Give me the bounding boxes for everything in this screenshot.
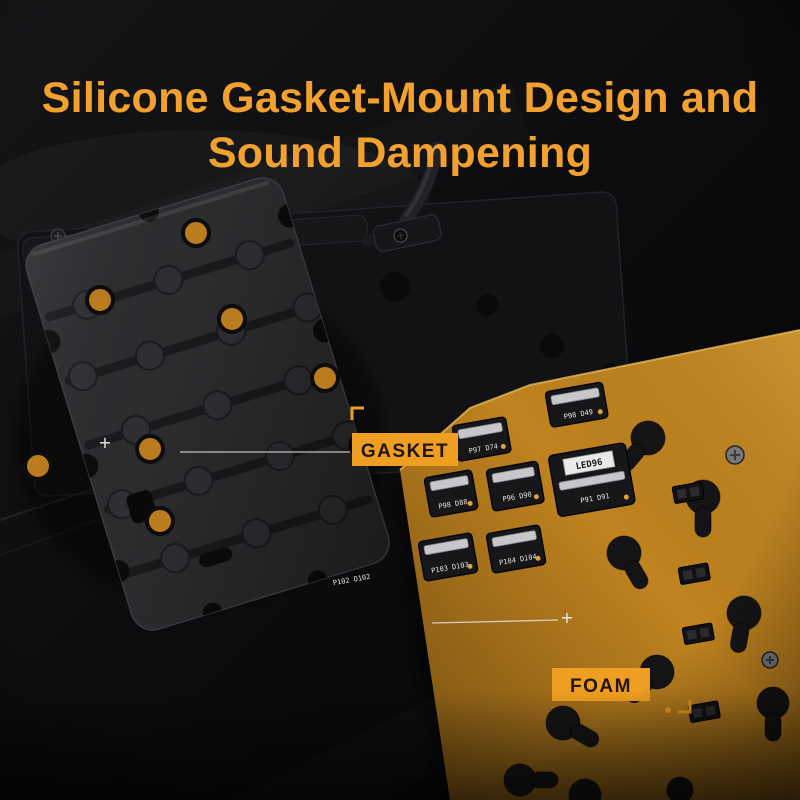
headline-line-1: Silicone Gasket-Mount Design and	[41, 73, 759, 122]
headline-line-2: Sound Dampening	[207, 128, 593, 177]
